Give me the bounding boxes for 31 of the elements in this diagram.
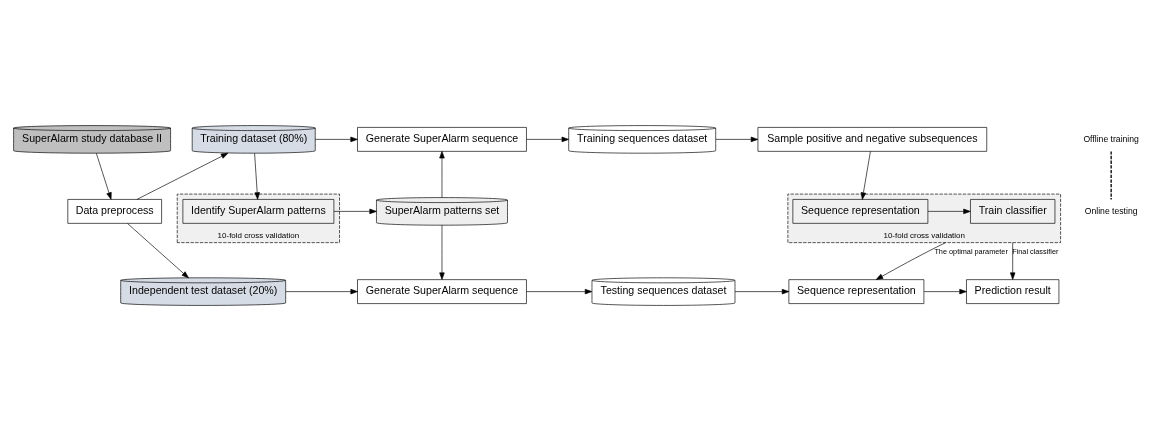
arrow <box>136 152 229 200</box>
arrow <box>96 153 112 200</box>
node-box: Train classifier <box>970 199 1056 224</box>
label: Offline training <box>1083 133 1139 144</box>
node-box: Generate SuperAlarm sequence <box>357 279 527 304</box>
arrow <box>927 208 971 215</box>
arrow <box>715 136 759 143</box>
node-box: Generate SuperAlarm sequence <box>357 127 527 152</box>
node-box: Sequence representation <box>788 279 925 304</box>
node-box: Prediction result <box>966 279 1060 304</box>
arrow <box>127 223 189 279</box>
node-box: Identify SuperAlarm patterns <box>182 199 335 224</box>
arrow <box>923 288 967 295</box>
arrow <box>860 151 871 200</box>
edge-label: The optimal parameter <box>934 246 1008 256</box>
node-box: Data preprocess <box>67 199 162 224</box>
label: Online testing <box>1084 205 1138 216</box>
arrow <box>333 208 377 215</box>
arrow <box>254 153 260 200</box>
arrow <box>526 136 569 143</box>
arrow <box>1010 242 1016 280</box>
arrow <box>439 151 445 198</box>
arrow <box>314 136 358 143</box>
node-box: Sequence representation <box>792 199 929 224</box>
arrow <box>734 288 790 295</box>
arrow <box>439 224 445 280</box>
arrow <box>875 242 946 280</box>
arrow <box>285 288 358 295</box>
arrow <box>526 288 593 295</box>
edge-label: Final classifier <box>1012 246 1059 256</box>
node-box: Sample positive and negative subsequences <box>757 127 988 152</box>
